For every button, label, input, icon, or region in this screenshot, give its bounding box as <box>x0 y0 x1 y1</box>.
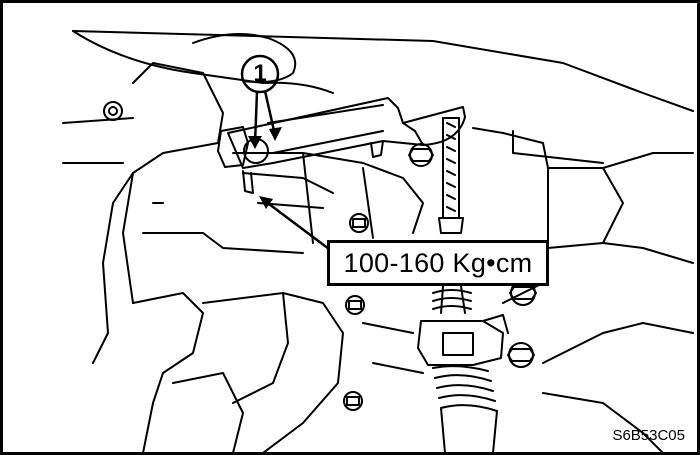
middle-body <box>232 152 424 234</box>
callout-arrow-1 <box>269 127 282 141</box>
upper-housing <box>72 30 694 112</box>
callout-arrow-2 <box>248 136 262 149</box>
callout-number: 1 <box>253 60 267 87</box>
callout-circle <box>240 54 280 94</box>
cable-lever <box>227 97 466 169</box>
torque-arrow <box>259 196 273 209</box>
figure-code: S6B53C05 <box>612 427 685 444</box>
bolt-2 <box>349 213 369 233</box>
left-bolt <box>103 101 123 121</box>
left-casing <box>122 62 224 304</box>
rubber-boot <box>432 365 498 412</box>
shift-rod <box>442 117 460 219</box>
transmission-drawing <box>62 30 694 452</box>
upper-boss <box>192 33 297 83</box>
bolt-6 <box>343 391 363 411</box>
torque-leader <box>264 200 330 250</box>
pivot-nut <box>217 126 249 168</box>
bolt-5 <box>508 342 534 368</box>
rod-bracket <box>417 320 504 366</box>
callout-leaders <box>240 54 280 144</box>
torque-spec-label: 100-160 Kg•cm <box>327 240 549 286</box>
bolt-1 <box>409 143 433 167</box>
bolt-3 <box>345 295 365 315</box>
